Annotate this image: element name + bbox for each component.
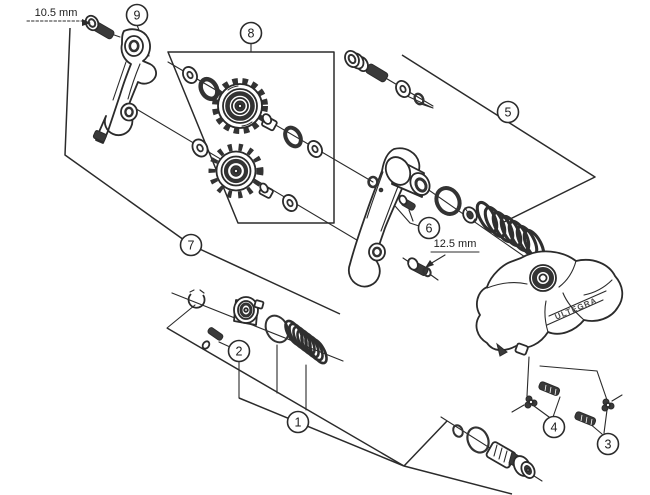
cam-plate [233, 296, 265, 326]
callout-7: 7 [179, 233, 203, 257]
adjust-screw-4 [524, 381, 561, 409]
cable-adjusting-barrel [485, 441, 536, 479]
cage-pivot-bolt-small [84, 14, 115, 40]
dim-label-10-5: 10.5 mm [26, 7, 91, 26]
bracket-1-upper [166, 327, 405, 467]
guide-pulley-assembly [182, 66, 323, 158]
svg-text:7: 7 [188, 239, 195, 253]
callout-6: 6 [417, 216, 441, 240]
callout-1: 1 [286, 410, 310, 434]
adjust-screw-3 [574, 398, 615, 426]
svg-text:2: 2 [236, 345, 243, 359]
svg-text:6: 6 [426, 222, 433, 236]
callout-8: 8 [239, 21, 263, 45]
callout-9: 9 [125, 3, 149, 27]
guide-pulley [212, 78, 268, 134]
p-tension-spring [284, 319, 328, 365]
svg-text:1: 1 [295, 416, 302, 430]
axle-unit-group [187, 289, 328, 365]
dim-label-12-5: 12.5 mm [425, 238, 480, 268]
inner-cage-plate [347, 147, 431, 288]
arrowhead [425, 260, 434, 268]
bracket-1-lower [238, 397, 405, 467]
svg-text:4: 4 [551, 421, 558, 435]
bracket-4 [533, 396, 561, 418]
screw-nut-4 [524, 395, 538, 409]
svg-text:8: 8 [248, 27, 255, 41]
cable-adjusting-barrel-group [452, 424, 536, 479]
b-knuckle-body: ULTEGRA [475, 250, 624, 357]
screw-nut-3 [601, 398, 615, 412]
dim-text-10-5: 10.5 mm [35, 7, 78, 19]
callout-2: 2 [227, 339, 251, 363]
dim-text-12-5: 12.5 mm [434, 238, 477, 250]
svg-text:3: 3 [605, 438, 612, 452]
c-clip [187, 293, 206, 309]
bracket-barrel [403, 420, 513, 495]
pulley-box-outline [167, 51, 335, 224]
outer-cage-plate [92, 28, 157, 144]
callout-3: 3 [596, 432, 620, 456]
tension-pulley-assembly [191, 138, 298, 212]
bracket-5 [401, 54, 596, 224]
setting-pin [201, 327, 224, 350]
callout-4: 4 [542, 415, 566, 439]
tension-pulley [208, 143, 264, 199]
stopper-bolt [398, 194, 416, 211]
main-pivot-bolt [344, 49, 425, 106]
arrowhead [82, 19, 91, 26]
bracket-7 [64, 27, 341, 315]
svg-text:9: 9 [134, 9, 141, 23]
svg-text:5: 5 [505, 106, 512, 120]
main-axis-oring [434, 186, 462, 216]
main-axis-nut [462, 206, 478, 224]
callout-5: 5 [496, 100, 520, 124]
cage-stopper-bolt-12-5 [402, 257, 439, 281]
axle-oring [264, 314, 290, 344]
